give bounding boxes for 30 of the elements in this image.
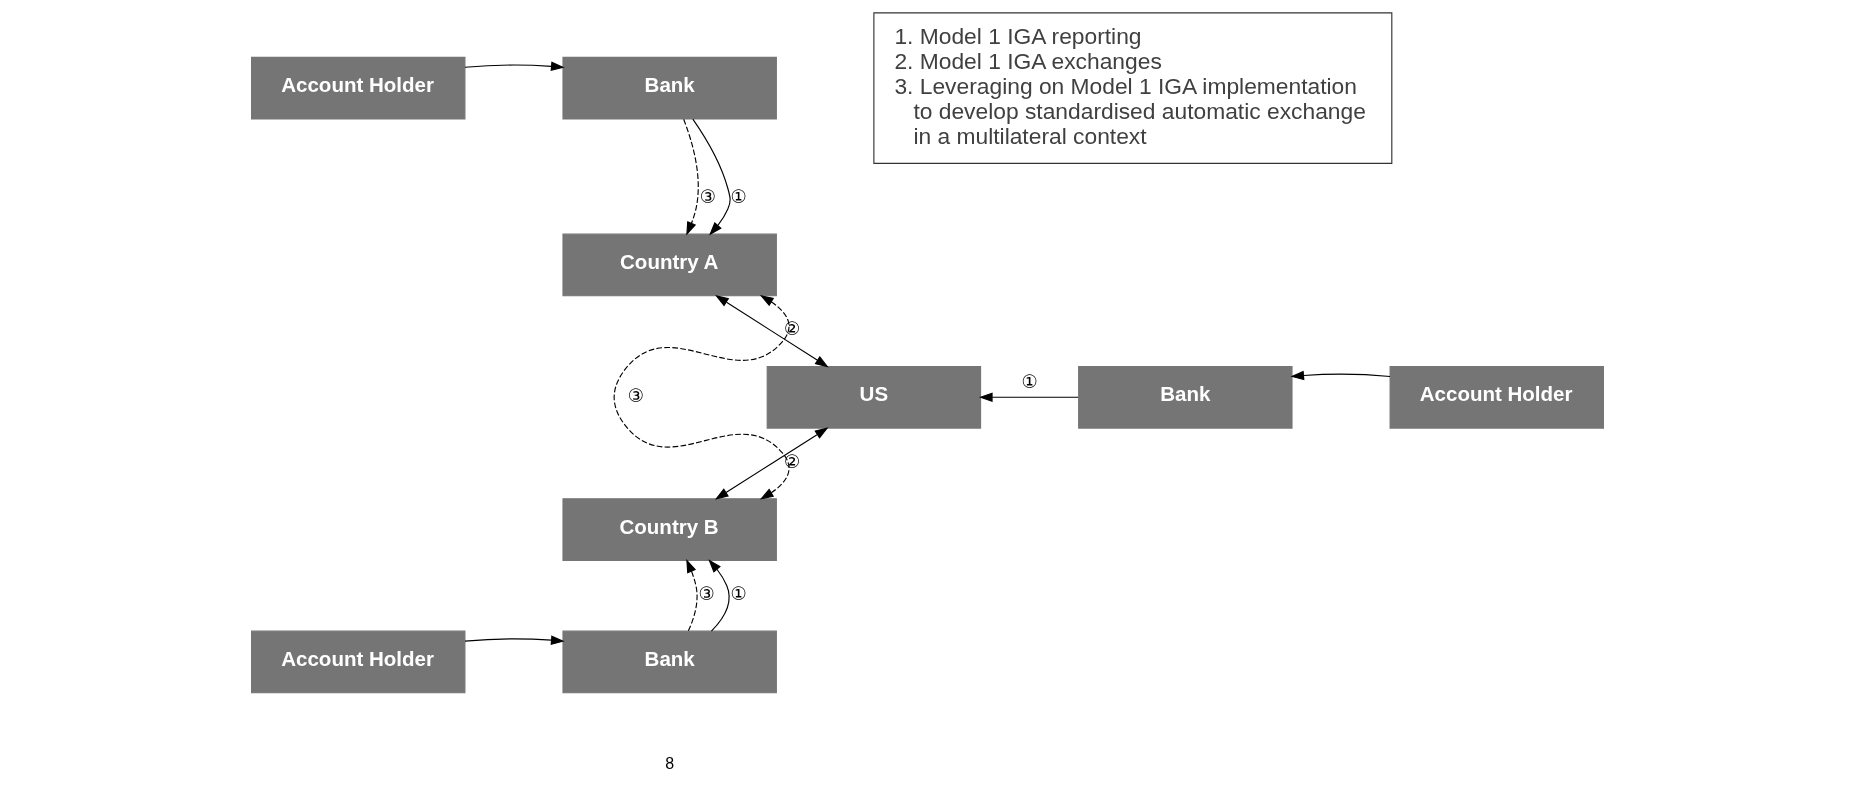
arrow	[682, 118, 699, 236]
node-box: Account Holder	[250, 630, 465, 694]
edge-label: ①	[730, 583, 747, 605]
node-box: Country A	[561, 233, 777, 297]
node-box: Bank	[561, 56, 777, 120]
arrow	[463, 635, 565, 645]
edge-label: ③	[627, 384, 644, 406]
node-box: Account Holder	[1389, 365, 1604, 429]
edge-label: ②	[783, 318, 800, 340]
arrow	[714, 295, 829, 368]
edge-label: ③	[699, 186, 716, 208]
arrow	[685, 559, 698, 632]
edge-label: ①	[1020, 370, 1038, 392]
node-box: Country B	[561, 498, 777, 561]
node-box: 1. Model 1 IGA reporting 2. Model 1 IGA exchanges 3. Leveraging on Model 1 IGA implementation to develop standardised automatic exchange in a multilateral context	[872, 12, 1392, 164]
arrow	[1289, 370, 1391, 381]
arrow	[707, 559, 730, 632]
node-box: Bank	[561, 630, 777, 694]
label: 8	[664, 754, 674, 772]
edge-label: ②	[783, 450, 800, 472]
arrow	[613, 295, 790, 500]
node-box: Bank	[1077, 365, 1293, 429]
arrow	[714, 427, 828, 500]
edge-label: ①	[730, 186, 747, 208]
node-box: US	[766, 365, 981, 429]
edge-label: ③	[698, 583, 715, 605]
node-box: Account Holder	[250, 56, 465, 120]
arrow	[463, 61, 565, 72]
arrow	[691, 118, 731, 236]
arrow	[978, 392, 1079, 403]
